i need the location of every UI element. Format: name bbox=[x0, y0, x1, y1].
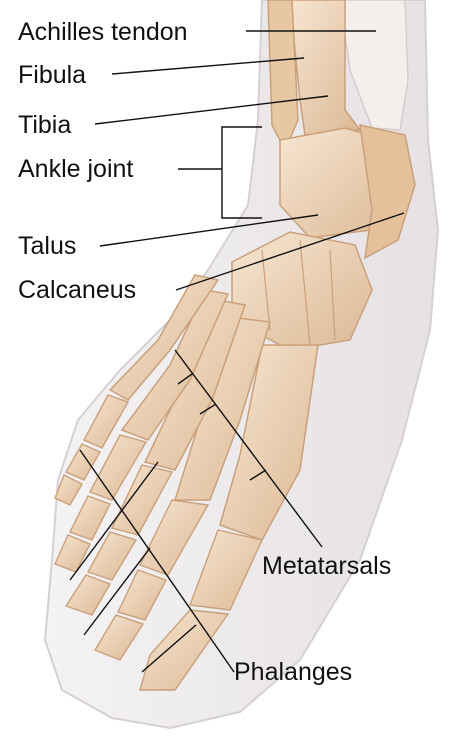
label-fibula: Fibula bbox=[18, 61, 86, 89]
label-achilles-tendon: Achilles tendon bbox=[18, 18, 188, 46]
label-talus: Talus bbox=[18, 232, 76, 260]
label-tibia: Tibia bbox=[18, 111, 71, 139]
label-phalanges: Phalanges bbox=[234, 658, 352, 686]
label-ankle-joint: Ankle joint bbox=[18, 155, 133, 183]
label-calcaneus: Calcaneus bbox=[18, 276, 136, 304]
label-metatarsals: Metatarsals bbox=[262, 552, 391, 580]
fibula-bone bbox=[268, 0, 298, 150]
